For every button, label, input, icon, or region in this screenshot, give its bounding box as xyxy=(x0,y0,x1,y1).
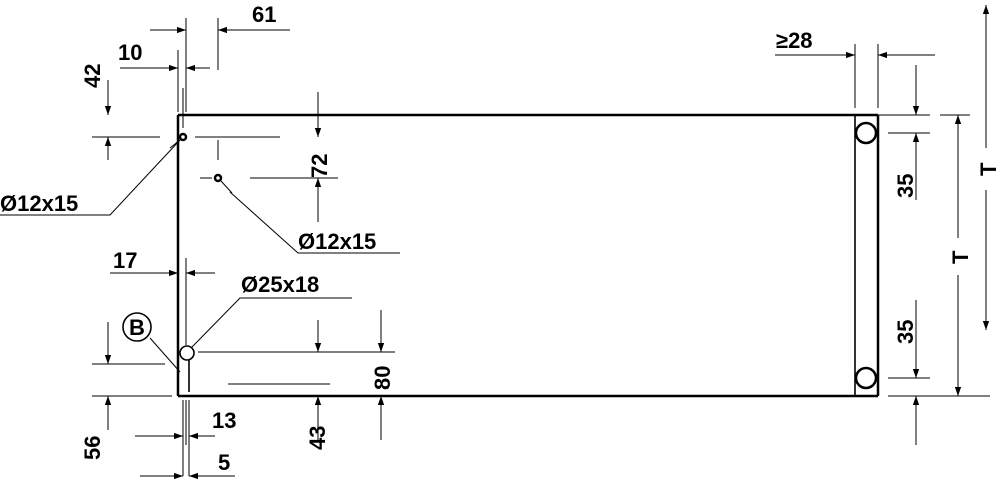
leader-lines xyxy=(0,139,400,373)
dim-13: 13 xyxy=(212,408,236,433)
dim-80: 80 xyxy=(370,366,395,390)
dim-72: 72 xyxy=(307,154,332,178)
dim-hole-cup: Ø25x18 xyxy=(241,272,319,297)
dim-T-inner: T xyxy=(948,250,973,264)
dim-5: 5 xyxy=(218,450,230,475)
callout-B-circle xyxy=(122,312,152,342)
hole-right-top xyxy=(854,121,878,145)
dim-35-top: 35 xyxy=(893,174,918,198)
dim-43: 43 xyxy=(305,426,330,450)
dim-hole-top-left: Ø12x15 xyxy=(0,191,78,216)
hole-cup xyxy=(179,345,195,361)
callout-B-label: B xyxy=(129,315,145,340)
dim-hole-top-inner: Ø12x15 xyxy=(298,229,376,254)
panel-outline xyxy=(176,113,880,398)
dim-T-outer: T xyxy=(976,162,1000,176)
hole-top-left xyxy=(178,132,188,142)
dimension-labels: 61 10 42 Ø12x15 72 Ø12x15 17 Ø25x18 B 80… xyxy=(0,2,1000,475)
dim-10: 10 xyxy=(118,40,142,65)
holes xyxy=(178,121,878,390)
dim-35-bottom: 35 xyxy=(893,320,918,344)
hole-right-bottom xyxy=(854,366,878,390)
hole-top-inner xyxy=(213,173,223,183)
dim-42: 42 xyxy=(80,64,105,88)
dim-56: 56 xyxy=(80,436,105,460)
dim-61: 61 xyxy=(252,2,276,27)
dim-17: 17 xyxy=(113,248,137,273)
dim-28: ≥28 xyxy=(776,28,813,53)
dimension-arrows xyxy=(104,5,990,480)
